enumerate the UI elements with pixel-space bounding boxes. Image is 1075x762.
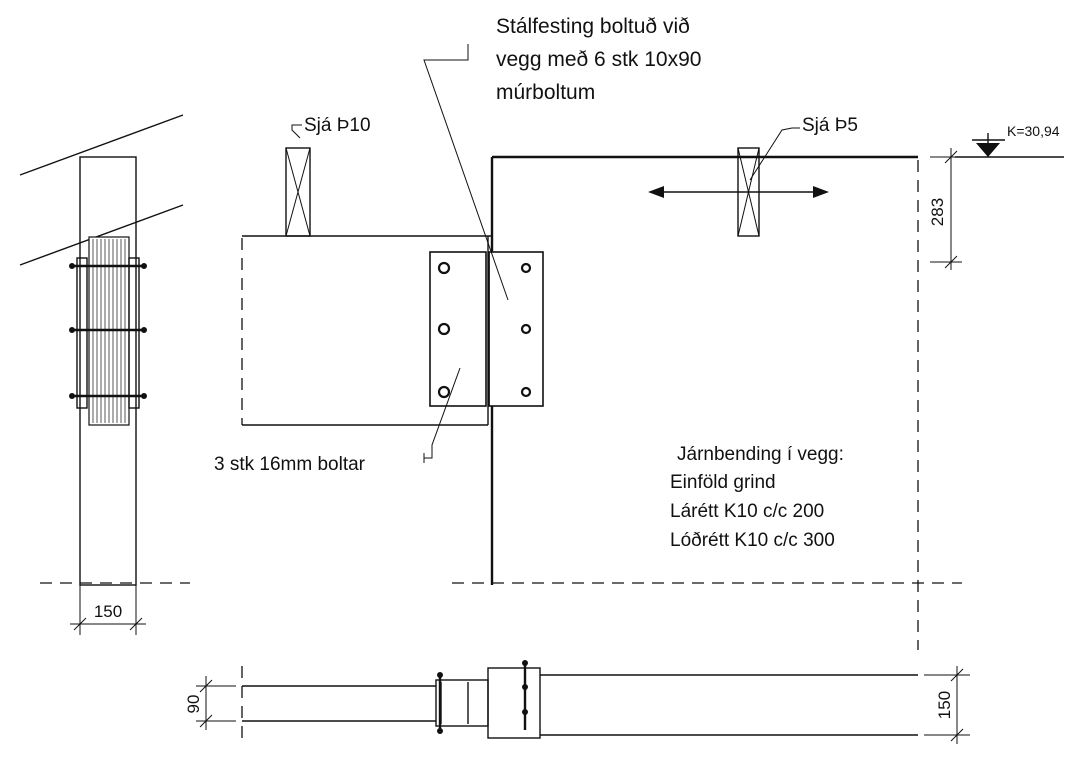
leader-steel-bracket [423,44,509,301]
leader-bolts [424,367,461,459]
see-p5-label: Sjá Þ5 [802,115,858,136]
steel-bracket-note: Stálfesting boltuð við vegg með 6 stk 10… [496,15,701,104]
reinforcement-line-1: Járnbending í vegg: [677,444,844,465]
roof-line-lower [19,204,184,266]
steel-plate-right [488,251,544,407]
steel-bracket-line-2: vegg með 6 stk 10x90 [496,48,701,71]
roof-line-upper [19,114,184,176]
plan-view: 90 150 [184,660,970,744]
main-elevation: 283 [241,44,1064,650]
steel-bracket-line-1: Stálfesting boltuð við [496,15,690,38]
reinforcement-line-4: Lóðrétt K10 c/c 300 [670,530,835,551]
dim-150-right: 150 [924,666,970,744]
dim-283-text: 283 [928,198,947,226]
leader-p5 [749,127,800,181]
dim-90: 90 [184,676,236,730]
see-p10-label: Sjá Þ10 [304,115,371,136]
level-marker [955,133,1064,158]
steel-bracket-line-3: múrboltum [496,81,595,104]
bolts-label: 3 stk 16mm boltar [214,454,366,475]
reinforcement-line-3: Lárétt K10 c/c 200 [670,501,824,522]
through-bolts [69,263,147,399]
plan-wall-bracket [487,667,541,739]
reinforcement-line-2: Einföld grind [670,472,776,493]
dim-150-left: 150 [70,585,146,635]
level-mark-label: K=30,94 [1007,123,1060,139]
dim-283: 283 [928,148,962,270]
dim-150-left-text: 150 [94,602,122,621]
leader-p10 [291,124,302,139]
dim-150-right-text: 150 [935,691,954,719]
steel-plate-left [429,251,487,407]
timber-member-p10 [285,147,311,237]
plan-joint-block [435,679,489,727]
dim-90-text: 90 [184,695,203,714]
left-section-view: 150 [19,114,190,635]
reinforcement-note: Járnbending í vegg: Einföld grind Lárétt… [670,444,844,551]
side-straps [76,257,140,409]
timber-member-p5 [648,147,829,237]
column-outline [79,156,137,586]
